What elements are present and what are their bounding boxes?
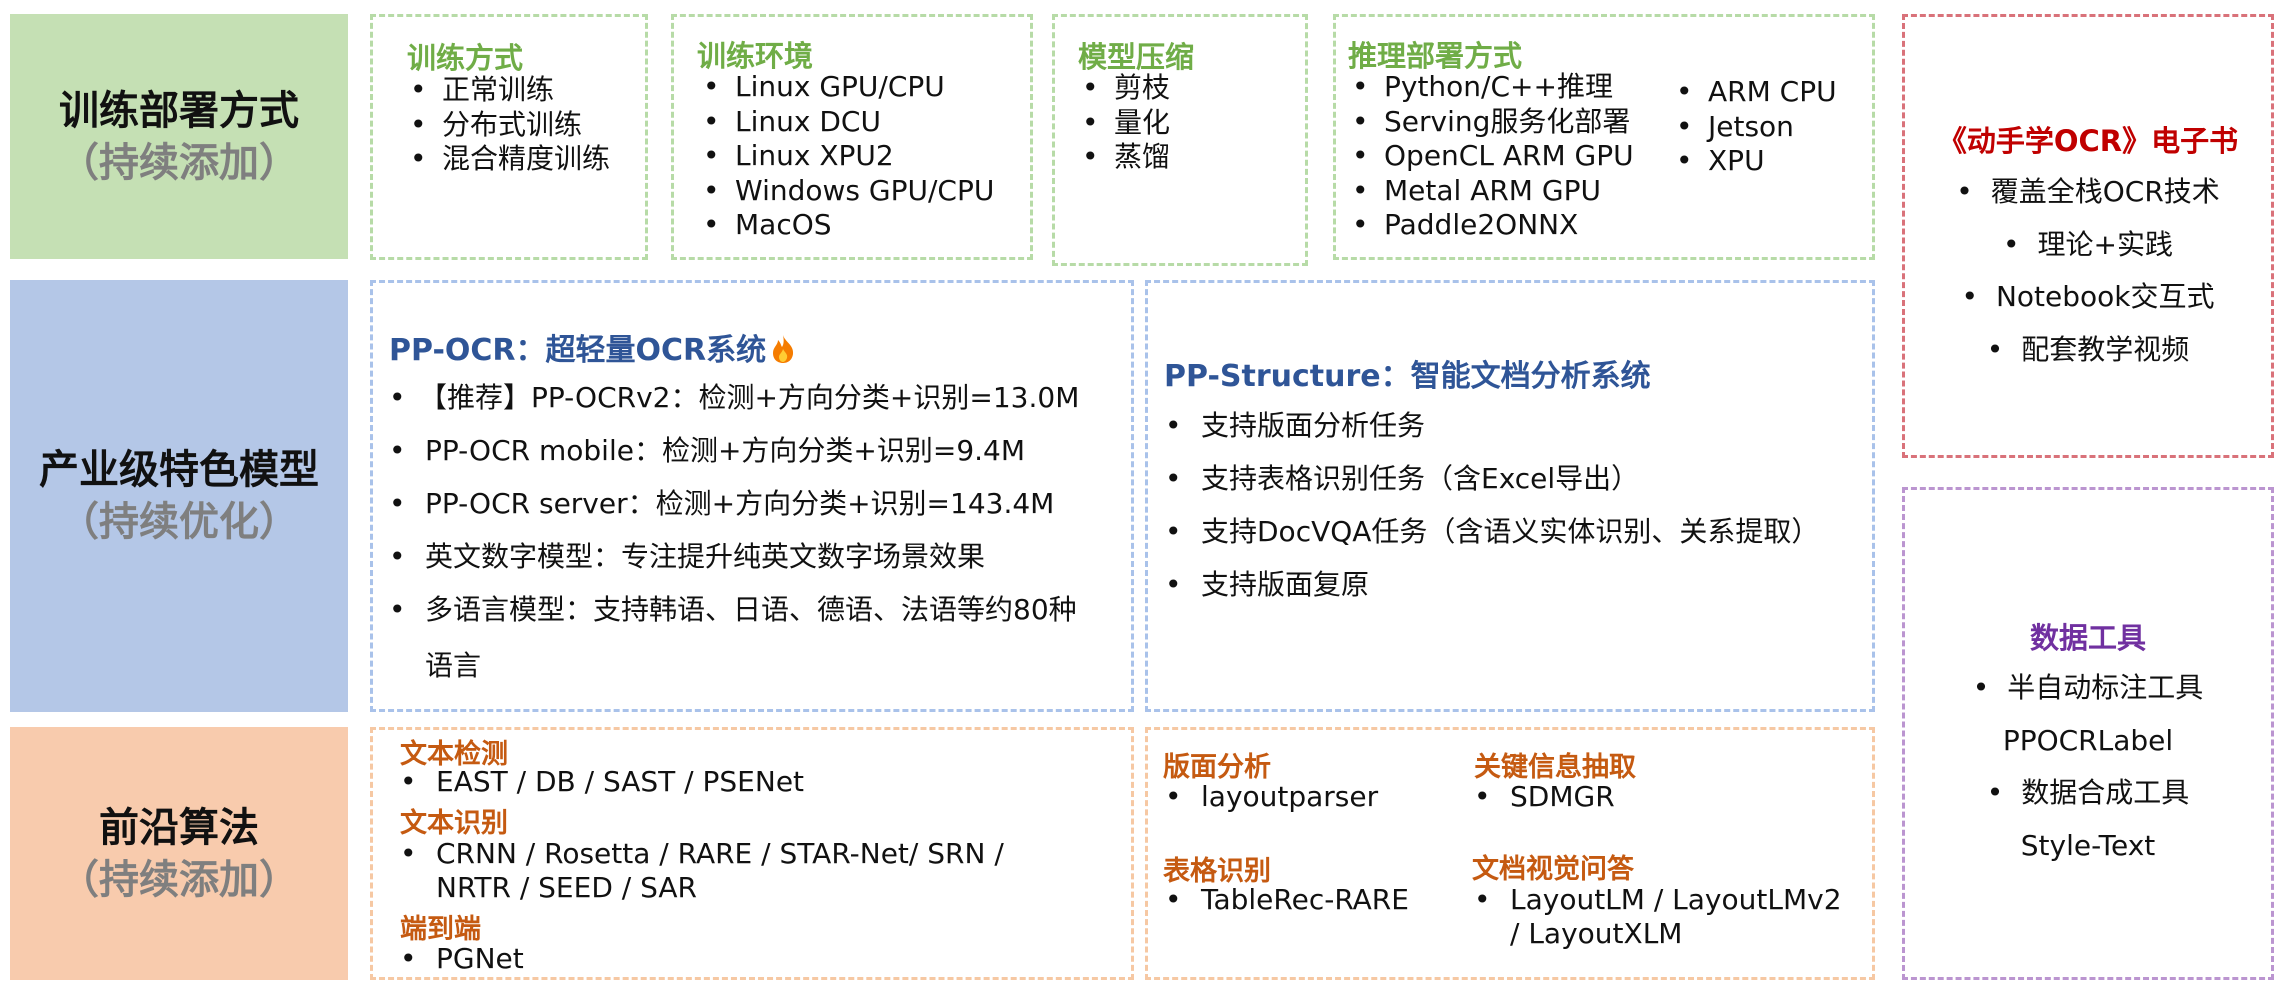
- list-item: 支持DocVQA任务（含语义实体识别、关系提取）: [1165, 505, 1819, 558]
- compression-box: [1052, 14, 1308, 266]
- text-recognition-title: 文本识别: [400, 808, 508, 839]
- list-item: •半自动标注工具: [1972, 671, 2204, 704]
- list-item: Metal ARM GPU: [1352, 174, 1634, 209]
- list-item: 量化: [1082, 106, 1170, 141]
- category-industrial: 产业级特色模型 （持续优化）: [10, 280, 348, 712]
- inference-box: [1333, 14, 1875, 260]
- text-algorithms-box: [370, 727, 1134, 980]
- category-title: 产业级特色模型: [39, 447, 319, 493]
- pp-structure-box: [1145, 280, 1875, 712]
- key-info-list: SDMGR: [1474, 779, 1615, 815]
- inference-list-left: Python/C++推理 Serving服务化部署 OpenCL ARM GPU…: [1352, 70, 1634, 243]
- training-env-title: 训练环境: [697, 39, 814, 73]
- doc-vqa-title: 文档视觉问答: [1472, 854, 1634, 885]
- category-note: （持续添加）: [59, 856, 299, 903]
- category-note: （持续优化）: [59, 499, 299, 545]
- data-tools-title: 数据工具: [2029, 621, 2146, 655]
- list-item: layoutparser: [1165, 779, 1378, 815]
- pp-structure-title: PP-Structure：智能文档分析系统: [1164, 359, 1651, 394]
- list-item: 支持表格识别任务（含Excel导出）: [1165, 452, 1819, 505]
- list-item: 多语言模型：支持韩语、日语、德语、法语等约80种: [389, 583, 1079, 636]
- list-item-continuation: PPOCRLabel: [2002, 723, 2174, 757]
- list-item: 【推荐】PP-OCRv2：检测+方向分类+识别=13.0M: [389, 371, 1079, 424]
- list-item: Linux XPU2: [703, 139, 994, 174]
- pp-ocr-box: [370, 280, 1134, 712]
- training-env-box: [671, 14, 1033, 260]
- doc-vqa-list: LayoutLM / LayoutLMv2: [1474, 882, 1842, 918]
- end-to-end-title: 端到端: [400, 914, 481, 945]
- list-item: PP-OCR mobile：检测+方向分类+识别=9.4M: [389, 424, 1079, 477]
- category-deploy: 训练部署方式 （持续添加）: [10, 14, 348, 259]
- pp-ocr-title-text: PP-OCR：超轻量OCR系统: [389, 333, 767, 368]
- list-item: •配套教学视频: [1986, 332, 2190, 366]
- list-item: 混合精度训练: [410, 142, 610, 177]
- list-item: Linux GPU/CPU: [703, 70, 994, 105]
- list-item: PP-OCR server：检测+方向分类+识别=143.4M: [389, 477, 1079, 530]
- inference-list-right: ARM CPU Jetson XPU: [1676, 75, 1837, 179]
- category-note: （持续添加）: [59, 139, 299, 186]
- layout-analysis-title: 版面分析: [1163, 752, 1271, 783]
- key-info-title: 关键信息抽取: [1474, 752, 1636, 783]
- data-tools-box: [1902, 487, 2274, 980]
- list-item: 正常训练: [410, 73, 610, 108]
- list-item: •理论+实践: [2003, 227, 2173, 261]
- list-item: Jetson: [1676, 110, 1837, 145]
- table-recognition-list: TableRec-RARE: [1165, 882, 1409, 918]
- list-item: PGNet: [400, 941, 524, 977]
- pp-structure-list: 支持版面分析任务 支持表格识别任务（含Excel导出） 支持DocVQA任务（含…: [1165, 399, 1819, 611]
- list-item: Serving服务化部署: [1352, 105, 1634, 140]
- list-item: MacOS: [703, 208, 994, 243]
- list-item: Linux DCU: [703, 105, 994, 140]
- fire-icon: [773, 335, 794, 363]
- list-item: 蒸馏: [1082, 140, 1170, 175]
- list-item: •数据合成工具: [1986, 776, 2190, 809]
- compression-title: 模型压缩: [1078, 40, 1195, 74]
- list-item-continuation: Style-Text: [2020, 828, 2156, 862]
- category-title: 训练部署方式: [59, 87, 299, 134]
- list-item: •Notebook交互式: [1961, 280, 2215, 313]
- training-mode-box: [370, 14, 648, 260]
- doc-algorithms-box: [1145, 727, 1875, 980]
- text-detection-list: EAST / DB / SAST / PSENet: [400, 764, 804, 800]
- list-item: 英文数字模型：专注提升纯英文数字场景效果: [389, 530, 1079, 583]
- training-mode-list: 正常训练 分布式训练 混合精度训练: [410, 73, 610, 177]
- list-item: Windows GPU/CPU: [703, 174, 994, 209]
- list-item: 剪枝: [1082, 71, 1170, 106]
- list-item: CRNN / Rosetta / RARE / STAR-Net/ SRN /: [400, 836, 1004, 872]
- pp-ocr-item-continuation: 语言: [425, 649, 482, 682]
- list-item: 分布式训练: [410, 108, 610, 143]
- doc-vqa-continuation: / LayoutXLM: [1510, 917, 1683, 950]
- layout-analysis-list: layoutparser: [1165, 779, 1378, 815]
- training-env-list: Linux GPU/CPU Linux DCU Linux XPU2 Windo…: [703, 70, 994, 243]
- list-item: 支持版面分析任务: [1165, 399, 1819, 452]
- ebook-list: •覆盖全栈OCR技术 •理论+实践 •Notebook交互式 •配套教学视频: [1902, 166, 2274, 376]
- list-item: 支持版面复原: [1165, 558, 1819, 611]
- end-to-end-list: PGNet: [400, 941, 524, 977]
- list-item: •覆盖全栈OCR技术: [1956, 175, 2220, 208]
- text-recognition-list: CRNN / Rosetta / RARE / STAR-Net/ SRN /: [400, 836, 1004, 872]
- ebook-title: 《动手学OCR》电子书: [1937, 124, 2239, 158]
- category-frontier: 前沿算法 （持续添加）: [10, 727, 348, 980]
- list-item: Python/C++推理: [1352, 70, 1634, 105]
- training-mode-title: 训练方式: [407, 41, 524, 75]
- data-tools-list: •半自动标注工具 PPOCRLabel •数据合成工具 Style-Text: [1902, 662, 2274, 872]
- list-item: LayoutLM / LayoutLMv2: [1474, 882, 1842, 918]
- list-item: SDMGR: [1474, 779, 1615, 815]
- inference-title: 推理部署方式: [1348, 39, 1523, 73]
- pp-ocr-list: 【推荐】PP-OCRv2：检测+方向分类+识别=13.0M PP-OCR mob…: [389, 371, 1079, 636]
- category-title: 前沿算法: [99, 804, 259, 851]
- list-item: XPU: [1676, 144, 1837, 179]
- list-item: ARM CPU: [1676, 75, 1837, 110]
- list-item: OpenCL ARM GPU: [1352, 139, 1634, 174]
- ebook-box: [1902, 14, 2274, 458]
- text-recognition-continuation: NRTR / SEED / SAR: [436, 871, 698, 904]
- pp-ocr-title: PP-OCR：超轻量OCR系统: [389, 325, 796, 369]
- compression-list: 剪枝 量化 蒸馏: [1082, 71, 1170, 175]
- list-item: Paddle2ONNX: [1352, 208, 1634, 243]
- list-item: EAST / DB / SAST / PSENet: [400, 764, 804, 800]
- list-item: TableRec-RARE: [1165, 882, 1409, 918]
